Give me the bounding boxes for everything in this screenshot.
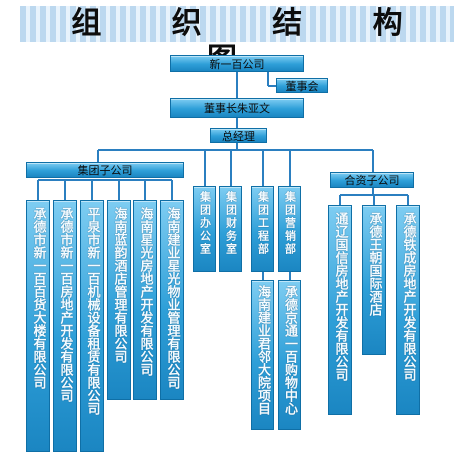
node-board: 董事会 <box>276 78 328 93</box>
node-dept-office: 集团办公室 <box>193 186 216 272</box>
node-chairman: 董事长朱亚文 <box>170 98 304 118</box>
node-root: 新一百公司 <box>170 55 304 72</box>
node-dept-engineering: 集团工程部 <box>251 186 274 272</box>
node-joint-company-1: 通辽国信房地产开发有限公司 <box>328 205 352 415</box>
node-group-company-1: 承德市新一百百货大楼有限公司 <box>26 200 50 452</box>
node-group-company-3: 平泉市新一百机械设备租赁有限公司 <box>80 200 104 452</box>
node-dept-finance: 集团财务室 <box>219 186 242 272</box>
title-banner <box>20 6 454 42</box>
node-group-company-5: 海南星光房地产开发有限公司 <box>133 200 157 400</box>
node-group-company-6: 海南建业星光物业管理有限公司 <box>160 200 184 400</box>
node-general-manager: 总经理 <box>210 128 267 143</box>
node-joint-company-2: 承德王朝国际酒店 <box>362 205 386 355</box>
node-joint-subsidiaries: 合资子公司 <box>330 172 414 188</box>
node-joint-company-3: 承德铁成房地产开发有限公司 <box>396 205 420 415</box>
node-project-marketing: 承德京通一百购物中心 <box>278 280 301 430</box>
node-group-subsidiaries: 集团子公司 <box>26 162 184 178</box>
node-group-company-2: 承德市新一百房地产开发有限公司 <box>53 200 77 452</box>
chart-title: 组 织 结 构 图 <box>71 6 433 77</box>
node-dept-marketing: 集团营销部 <box>278 186 301 272</box>
node-project-engineering: 海南建业君邻大院项目 <box>251 280 274 430</box>
node-group-company-4: 海南蓝韵酒店管理有限公司 <box>107 200 131 400</box>
